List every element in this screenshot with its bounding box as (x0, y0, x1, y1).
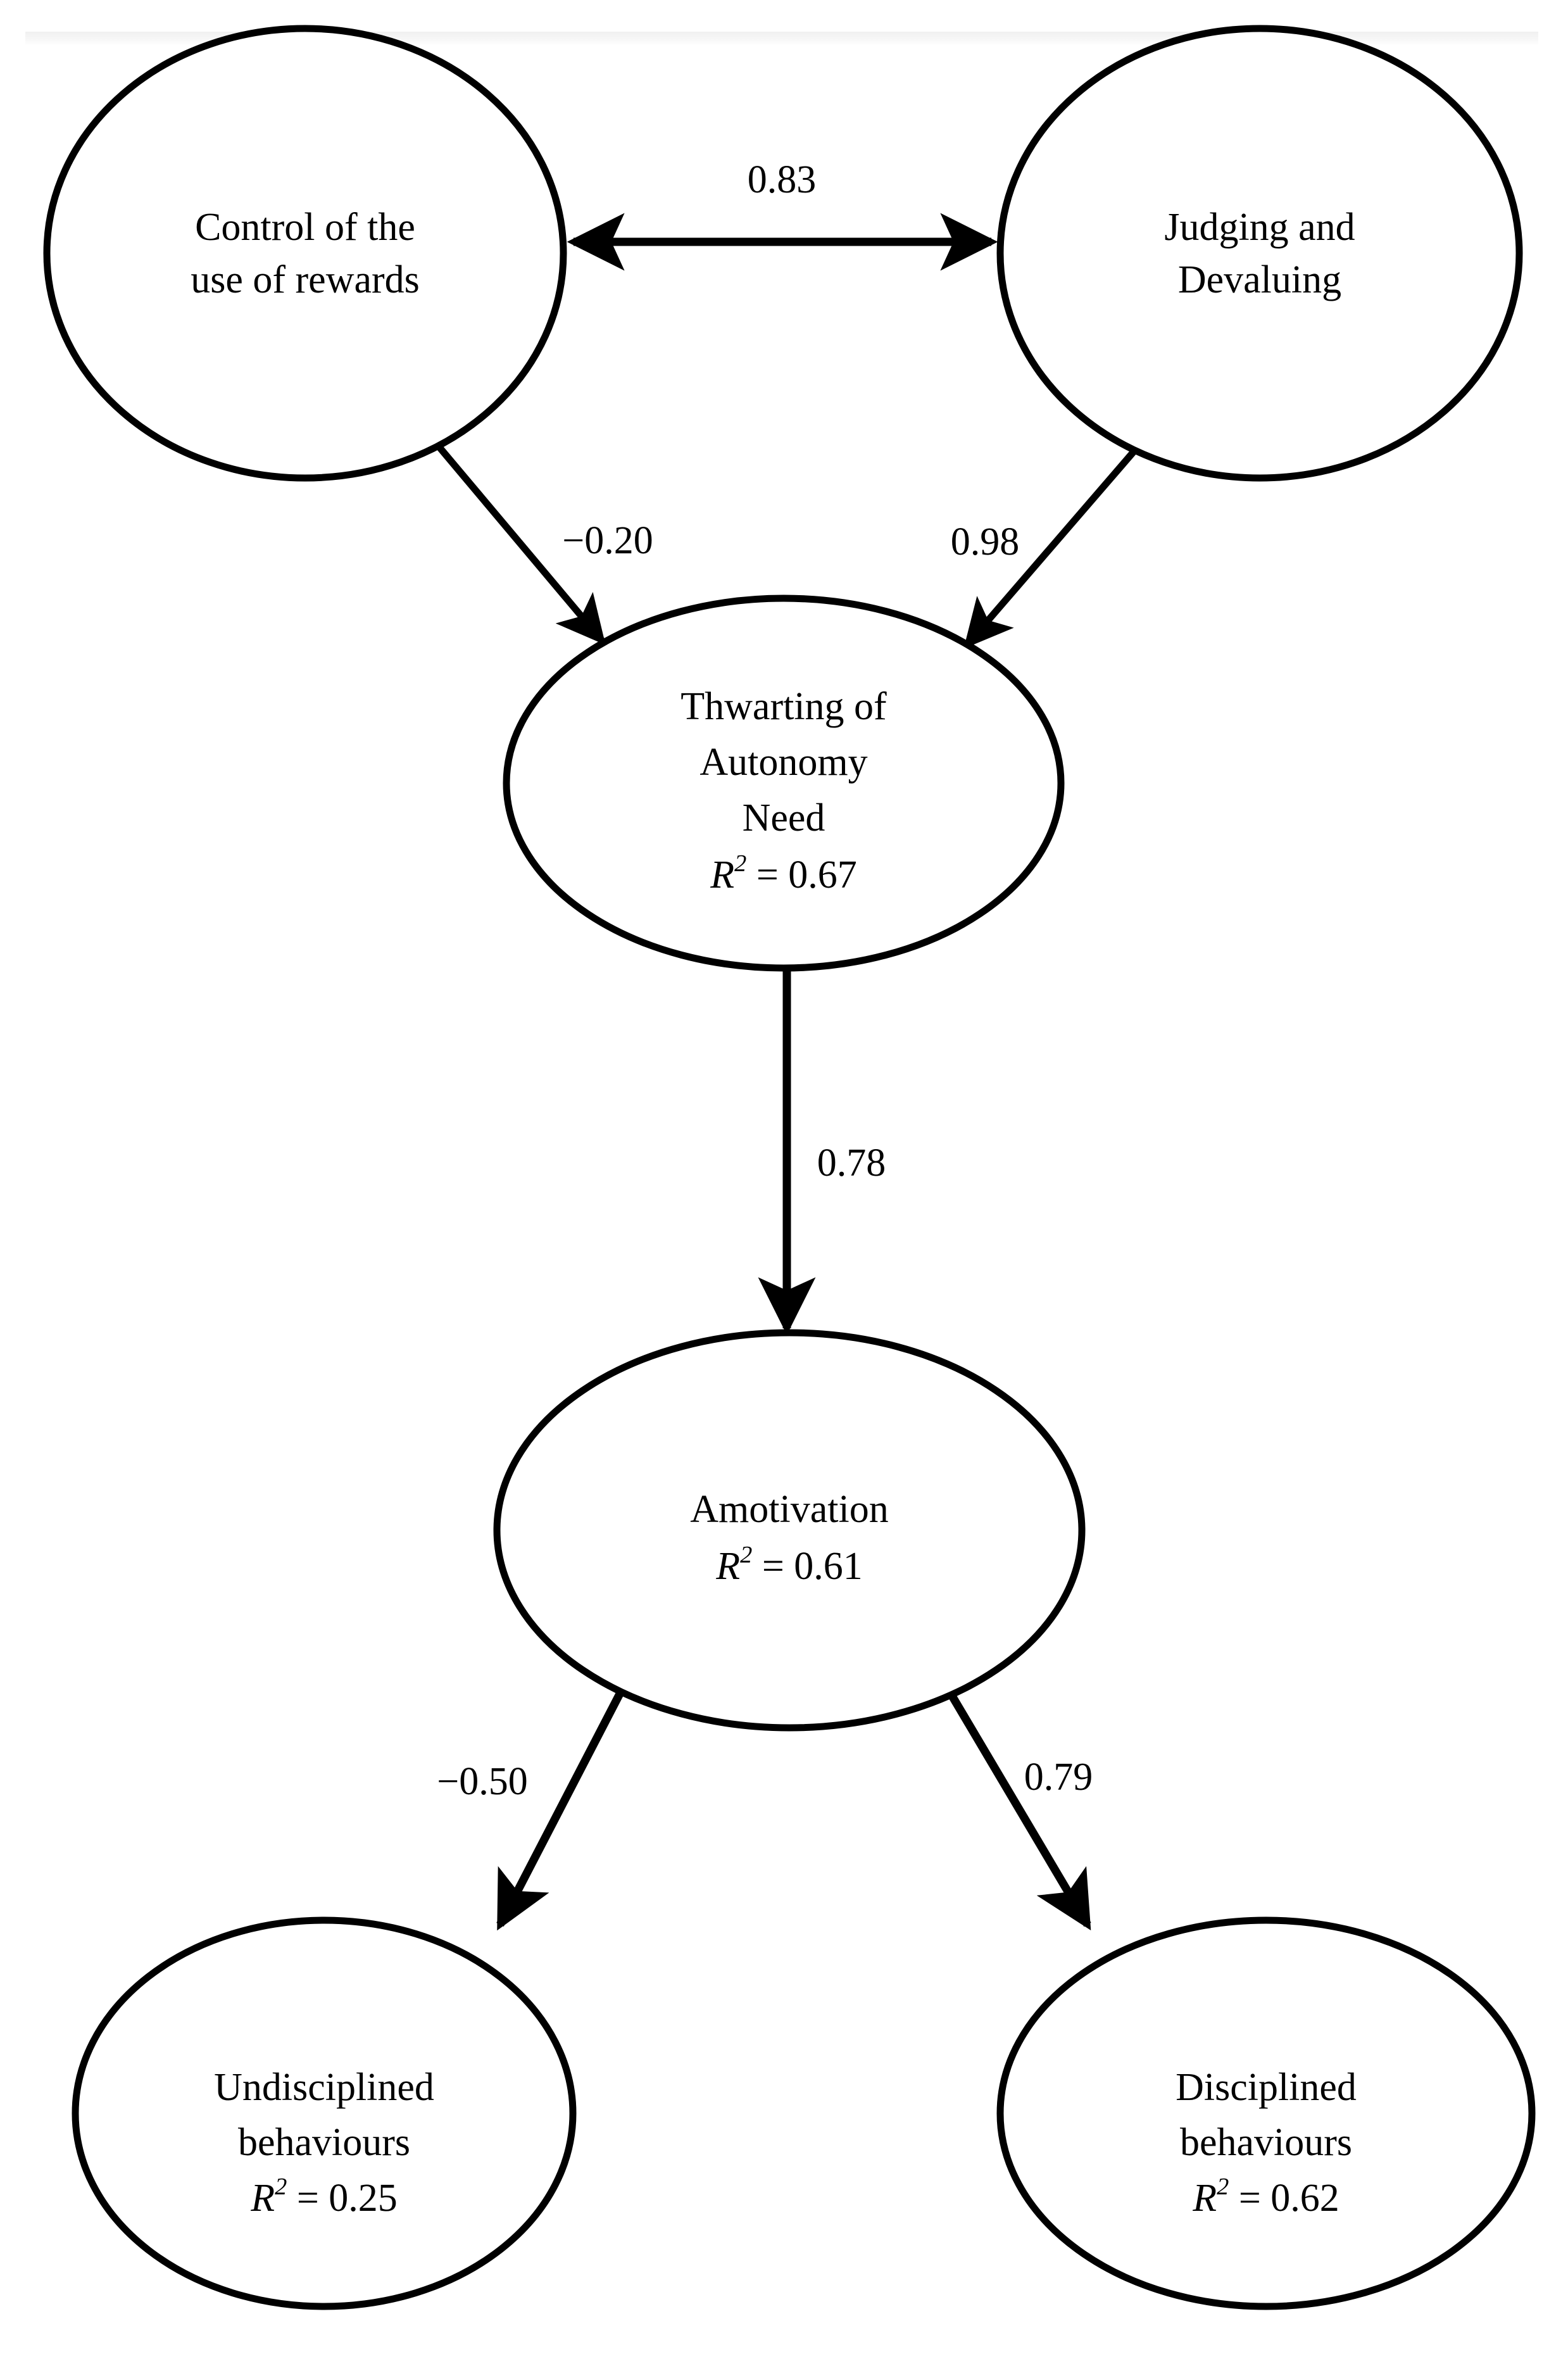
node-r2-undisciplined: R2 = 0.25 (250, 2173, 398, 2220)
edge-line-minus020 (429, 436, 606, 645)
node-label-judging-devaluing-line2: Devaluing (1178, 258, 1341, 301)
node-label-control-rewards-line2: use of rewards (191, 258, 420, 301)
r2-symbol-amotivation: R (715, 1545, 740, 1588)
r2-equals-undisciplined: = (287, 2177, 329, 2220)
edge-thwarting-amotivation: 0.78 (758, 967, 886, 1335)
node-label-undisciplined-line1: Undisciplined (214, 2066, 434, 2109)
node-label-undisciplined-line2: behaviours (238, 2121, 410, 2164)
r2-superscript-thwarting: 2 (734, 850, 746, 877)
node-label-control-rewards-line1: Control of the (195, 206, 415, 249)
node-label-judging-devaluing-line1: Judging and (1164, 206, 1355, 249)
node-control-of-the-use-of-rewards[interactable]: Control of the use of rewards (43, 25, 567, 482)
node-label-amotivation-line1: Amotivation (690, 1488, 888, 1531)
r2-symbol-thwarting: R (710, 853, 734, 896)
node-ellipse-disciplined[interactable] (996, 1916, 1536, 2310)
edge-line-098 (963, 429, 1154, 649)
r2-equals-amotivation: = (752, 1545, 794, 1588)
r2-equals-disciplined: = (1229, 2177, 1270, 2220)
node-r2-thwarting: R2 = 0.67 (710, 850, 857, 896)
node-label-disciplined-line2: behaviours (1180, 2121, 1352, 2164)
node-label-thwarting-line3: Need (743, 796, 825, 840)
edge-label-083: 0.83 (748, 158, 817, 201)
r2-value-disciplined: 0.62 (1270, 2177, 1339, 2220)
r2-value-thwarting: 0.67 (788, 853, 857, 896)
r2-symbol-undisciplined: R (250, 2177, 275, 2220)
node-ellipse-judging-devaluing[interactable] (996, 25, 1523, 482)
node-undisciplined-behaviours[interactable]: Undisciplined behaviours R2 = 0.25 (72, 1916, 577, 2310)
edge-label-078: 0.78 (817, 1142, 886, 1185)
node-ellipse-thwarting-autonomy[interactable] (503, 594, 1065, 972)
node-disciplined-behaviours[interactable]: Disciplined behaviours R2 = 0.62 (996, 1916, 1536, 2310)
node-thwarting-of-autonomy-need[interactable]: Thwarting of Autonomy Need R2 = 0.67 (503, 594, 1065, 972)
r2-equals-thwarting: = (746, 853, 788, 896)
edge-label-minus020: −0.20 (562, 519, 653, 562)
edge-label-079: 0.79 (1024, 1756, 1093, 1799)
edge-line-minus050 (496, 1682, 629, 1931)
node-ellipse-undisciplined[interactable] (72, 1916, 577, 2310)
node-r2-amotivation: R2 = 0.61 (715, 1542, 863, 1588)
edge-line-079 (939, 1678, 1091, 1930)
node-ellipse-control-rewards[interactable] (43, 25, 567, 482)
node-label-disciplined-line1: Disciplined (1176, 2066, 1357, 2109)
edge-label-minus050: −0.50 (437, 1760, 527, 1803)
node-label-thwarting-line2: Autonomy (699, 741, 867, 784)
top-divider-band (25, 32, 1538, 44)
edge-label-098: 0.98 (951, 520, 1020, 563)
edge-amotivation-undisciplined: −0.50 (437, 1682, 629, 1931)
r2-symbol-disciplined: R (1192, 2177, 1217, 2220)
r2-superscript-undisciplined: 2 (275, 2173, 287, 2200)
edge-control-rewards-thwarting: −0.20 (429, 436, 653, 645)
node-label-thwarting-line1: Thwarting of (681, 685, 887, 728)
r2-superscript-disciplined: 2 (1217, 2173, 1229, 2200)
edge-amotivation-disciplined: 0.79 (939, 1678, 1093, 1930)
edge-judging-thwarting: 0.98 (951, 429, 1154, 649)
r2-value-amotivation: 0.61 (794, 1545, 863, 1588)
node-judging-and-devaluing[interactable]: Judging and Devaluing (996, 25, 1523, 482)
r2-value-undisciplined: 0.25 (329, 2177, 398, 2220)
r2-superscript-amotivation: 2 (740, 1542, 752, 1568)
node-r2-disciplined: R2 = 0.62 (1192, 2173, 1339, 2220)
edge-control-rewards-judging-devaluing: 0.83 (567, 158, 998, 271)
node-ellipse-amotivation[interactable] (493, 1329, 1086, 1732)
node-amotivation[interactable]: Amotivation R2 = 0.61 (493, 1329, 1086, 1732)
